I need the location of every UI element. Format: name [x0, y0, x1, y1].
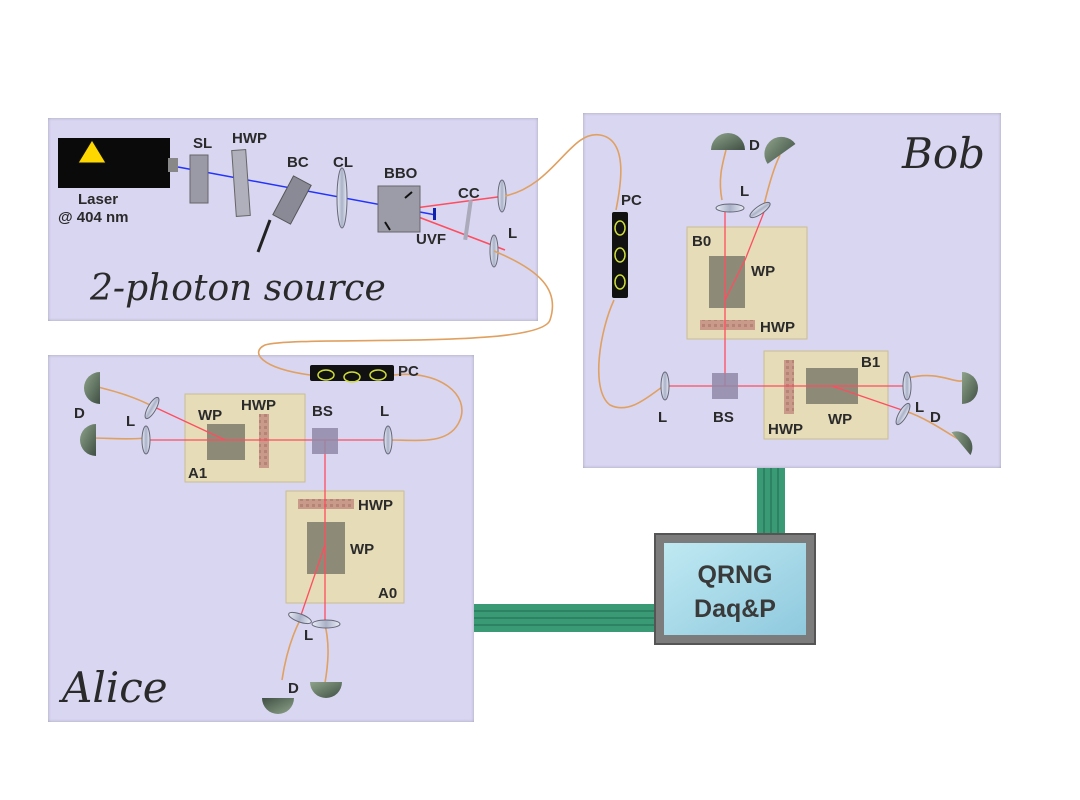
bc-element — [272, 175, 312, 225]
bob-b1-label: B1 — [861, 354, 880, 371]
alice-hwp0-label: HWP — [358, 497, 393, 514]
uvf-filter — [433, 208, 436, 220]
bob-hwp0 — [700, 320, 755, 330]
alice-pc-label: PC — [398, 363, 419, 380]
alice-a1-label: A1 — [188, 465, 207, 482]
alice-bs-label: BS — [312, 403, 333, 420]
bob-pc-label: PC — [621, 192, 642, 209]
bob-detector-2 — [764, 136, 796, 164]
alice-hwp0 — [298, 499, 354, 509]
alice-detector-2 — [80, 424, 96, 456]
bob-lens-top-a — [715, 203, 745, 213]
source-group: Laser @ 404 nm SL HWP BC CL BBO UVF CC L… — [58, 130, 517, 309]
cc-element — [463, 199, 473, 241]
cc-label: CC — [458, 185, 480, 202]
alice-hwp1 — [259, 414, 269, 468]
data-cables — [474, 468, 785, 632]
bob-hwp1-label: HWP — [768, 421, 803, 438]
laser-label-1: Laser — [78, 191, 118, 208]
alice-wp1 — [207, 424, 245, 460]
alice-group: Alice PC WP HWP A1 HWP WP A0 BS L — [58, 363, 419, 714]
bob-wp0 — [709, 256, 745, 308]
bob-detector-4 — [951, 431, 973, 456]
qrng-monitor: QRNG Daq&P — [654, 533, 816, 645]
fiber-bob-pc — [598, 299, 666, 409]
source-l-label: L — [508, 225, 517, 242]
bob-d-label: D — [749, 137, 760, 154]
bbo-label: BBO — [384, 165, 418, 182]
sl-label: SL — [193, 135, 212, 152]
laser-label-2: @ 404 nm — [58, 209, 129, 226]
bob-lens-right-a — [902, 371, 912, 401]
sl-element — [189, 154, 209, 204]
bob-l-right-label: L — [915, 399, 924, 416]
bob-lens-top-b — [749, 201, 771, 219]
bob-group: Bob PC B0 WP HWP B1 WP HWP BS L — [612, 129, 985, 456]
bob-detector-1 — [711, 133, 745, 150]
alice-lens-left-a — [141, 425, 151, 455]
alice-wp0 — [307, 522, 345, 574]
bob-lens-right-b — [895, 402, 911, 426]
cl-label: CL — [333, 154, 353, 171]
alice-lens-bottom-b — [311, 619, 341, 629]
fiber-to-bob — [504, 134, 622, 211]
uvf-label: UVF — [416, 231, 446, 248]
source-hwp-element — [231, 149, 251, 217]
bob-detector-3 — [962, 372, 978, 404]
monitor-screen — [664, 543, 806, 635]
source-lens-upper — [497, 179, 507, 213]
alice-lens-left-b — [144, 396, 160, 420]
alice-wp1-label: WP — [198, 407, 222, 424]
alice-beam-splitter — [312, 428, 338, 454]
bob-wp1-label: WP — [828, 411, 852, 428]
alice-l-right-label: L — [380, 403, 389, 420]
bc-handle — [256, 219, 272, 253]
alice-l-bottom-label: L — [304, 627, 313, 644]
monitor-line-2: Daq&P — [694, 595, 776, 623]
monitor-line-1: QRNG — [698, 561, 773, 589]
bbo-crystal — [377, 185, 421, 233]
alice-a0-label: A0 — [378, 585, 397, 602]
alice-polarization-controller — [310, 365, 394, 381]
alice-wp0-label: WP — [350, 541, 374, 558]
alice-detector-4 — [310, 682, 342, 698]
bob-l-left-label: L — [658, 409, 667, 426]
laser-warning-icon — [77, 139, 107, 164]
bob-lens-left — [660, 371, 670, 401]
alice-lens-right — [383, 425, 393, 455]
bob-title: Bob — [901, 129, 985, 178]
source-title: 2-photon source — [89, 268, 386, 309]
laser — [58, 138, 178, 188]
alice-d-bottom-label: D — [288, 680, 299, 697]
alice-lens-bottom-a — [288, 611, 312, 625]
bc-label: BC — [287, 154, 309, 171]
alice-d-left-label: D — [74, 405, 85, 422]
cl-lens — [336, 167, 348, 229]
source-hwp-label: HWP — [232, 130, 267, 147]
alice-title: Alice — [58, 663, 168, 712]
alice-detector-3 — [262, 698, 294, 714]
bob-wp0-label: WP — [751, 263, 775, 280]
alice-detector-1 — [84, 372, 100, 404]
fiber-to-alice — [257, 250, 554, 376]
fiber-alice-pc — [387, 373, 463, 442]
bob-l-top-label: L — [740, 183, 749, 200]
alice-l-left-label: L — [126, 413, 135, 430]
bob-bs-label: BS — [713, 409, 734, 426]
bob-d-right-label: D — [930, 409, 941, 426]
bob-beam-splitter — [712, 373, 738, 399]
bob-hwp1 — [784, 360, 794, 414]
bob-b0-label: B0 — [692, 233, 711, 250]
bob-hwp0-label: HWP — [760, 319, 795, 336]
alice-hwp1-label: HWP — [241, 397, 276, 414]
